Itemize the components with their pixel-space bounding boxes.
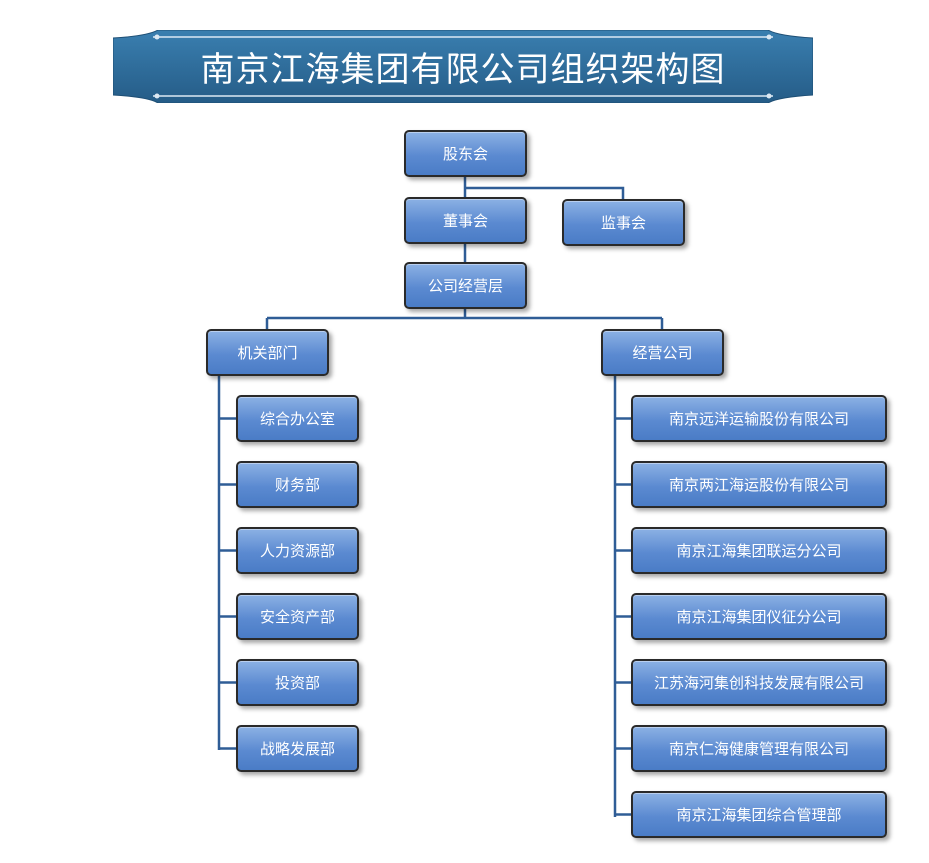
department-box: 战略发展部 xyxy=(236,725,359,772)
company-box: 南京两江海运股份有限公司 xyxy=(631,461,887,508)
node-departments: 机关部门 xyxy=(206,329,329,376)
connector-management-branches xyxy=(265,308,664,330)
department-box: 财务部 xyxy=(236,461,359,508)
department-box: 安全资产部 xyxy=(236,593,359,640)
department-box: 综合办公室 xyxy=(236,395,359,442)
company-box: 南京仁海健康管理有限公司 xyxy=(631,725,887,772)
department-box: 投资部 xyxy=(236,659,359,706)
connector-shareholders-supervisors xyxy=(465,186,625,200)
page-title: 南京江海集团有限公司组织架构图 xyxy=(200,50,726,90)
title-banner: 南京江海集团有限公司组织架构图 xyxy=(112,29,814,104)
company-box: 江苏海河集创科技发展有限公司 xyxy=(631,659,887,706)
company-box: 南京远洋运输股份有限公司 xyxy=(631,395,887,442)
company-box: 南京江海集团联运分公司 xyxy=(631,527,887,574)
node-supervisors: 监事会 xyxy=(562,199,685,246)
department-box: 人力资源部 xyxy=(236,527,359,574)
node-board: 董事会 xyxy=(404,197,527,244)
node-management: 公司经营层 xyxy=(404,262,527,309)
node-shareholders: 股东会 xyxy=(404,130,527,177)
node-companies: 经营公司 xyxy=(601,329,724,376)
company-box: 南京江海集团综合管理部 xyxy=(631,791,887,838)
company-box: 南京江海集团仪征分公司 xyxy=(631,593,887,640)
